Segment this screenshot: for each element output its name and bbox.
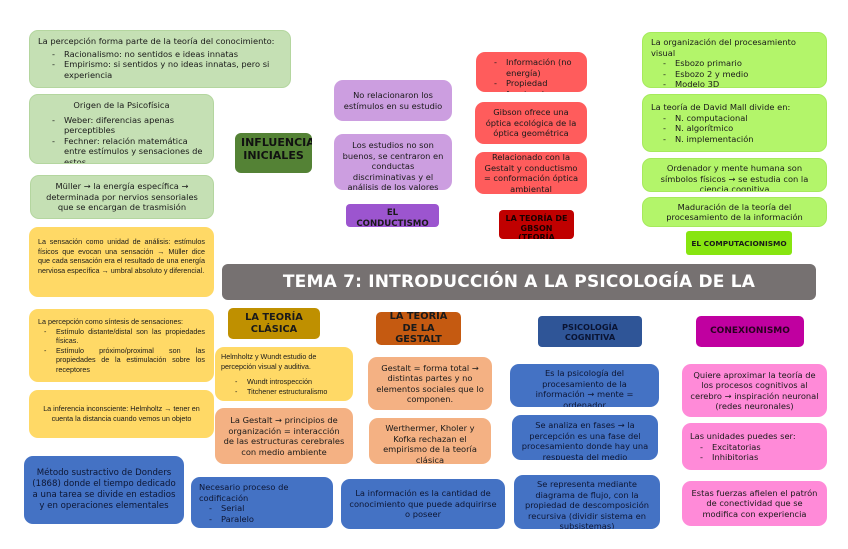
- node-computacionismo-2[interactable]: La teoría de David Mall divide en: N. co…: [642, 94, 827, 152]
- node-computacionismo-1[interactable]: La organización del procesamiento visual…: [642, 32, 827, 88]
- node-muller[interactable]: Müller → la energía específica → determi…: [30, 175, 214, 219]
- node-text: Es la psicología del procesamiento de la…: [535, 368, 634, 407]
- node-gestalt-2[interactable]: Werthermer, Kholer y Kofka rechazan el e…: [369, 418, 491, 464]
- node-text: La información es la cantidad de conocim…: [349, 488, 497, 520]
- list-item: Wundt introspección: [235, 377, 347, 387]
- node-text: Los estudios no son buenos, se centraron…: [342, 140, 444, 190]
- node-text: Se representa mediante diagrama de flujo…: [524, 479, 650, 529]
- header-text: EL COMPUTACIONISMO: [691, 238, 787, 248]
- node-text: Müller → la energía específica → determi…: [46, 181, 198, 213]
- node-text: Relacionado con la Gestalt y conductismo…: [483, 152, 579, 194]
- node-conexionismo-3[interactable]: Estas fuerzas afielen el patrón de conec…: [682, 481, 827, 526]
- header-influencias[interactable]: INFLUENCIAS INICIALES: [235, 133, 312, 173]
- node-text: Las unidades puedes ser:: [690, 431, 796, 441]
- node-computacionismo-4[interactable]: Maduración de la teoría del procesamient…: [642, 197, 827, 227]
- node-diagrama[interactable]: Se representa mediante diagrama de flujo…: [514, 475, 660, 529]
- list-item: Paralelo: [209, 514, 325, 525]
- node-gibson-2[interactable]: Gibson ofrece una óptica ecológica de la…: [475, 102, 587, 144]
- node-text: Se analiza en fases → la percepción es u…: [521, 420, 649, 460]
- node-text: Helmholtz y Wundt estudio de percepción …: [221, 352, 317, 371]
- node-text: Gestalt = forma total → distintas partes…: [376, 362, 484, 405]
- header-clasica[interactable]: LA TEORÍA CLÁSICA: [228, 308, 320, 339]
- list-item: Modelo 3D: [663, 79, 818, 87]
- list-item: Empirismo: si sentidos y no ideas innata…: [52, 59, 282, 80]
- node-text: Maduración de la teoría del procesamient…: [666, 201, 803, 223]
- list-item: Estímulo próximo/proximal son las propie…: [44, 346, 205, 375]
- node-conocimiento[interactable]: La percepción forma parte de la teoría d…: [29, 30, 291, 88]
- list-item: Excitatorias: [700, 442, 819, 453]
- list-item: Serial: [209, 503, 325, 514]
- node-sintesis[interactable]: La percepción como síntesis de sensacion…: [29, 309, 214, 382]
- list-item: Información (no energía): [494, 57, 579, 78]
- node-text: Ordenador y mente humana son símbolos fí…: [660, 163, 809, 192]
- node-text: La Gestalt → principios de organización …: [223, 415, 345, 457]
- node-clasica-1[interactable]: Helmholtz y Wundt estudio de percepción …: [215, 347, 353, 401]
- node-text: Estas fuerzas afielen el patrón de conec…: [691, 487, 818, 519]
- header-text: CONEXIONISMO: [710, 326, 790, 337]
- list-item: Weber: diferencias apenas perceptibles: [52, 115, 205, 136]
- header-text: PSICOLOGÍA COGNITIVA: [562, 321, 618, 342]
- node-text: Werthermer, Kholer y Kofka rechazan el e…: [383, 423, 477, 464]
- list-item: Esbozo 2 y medio: [663, 69, 818, 80]
- node-text: Método sustractivo de Donders (1868) don…: [32, 468, 176, 511]
- header-gestalt[interactable]: LA TEORÍA DE LA GESTALT: [376, 312, 461, 345]
- header-conexionismo[interactable]: CONEXIONISMO: [696, 316, 804, 347]
- node-cognitiva-1[interactable]: Es la psicología del procesamiento de la…: [510, 364, 659, 407]
- node-donders[interactable]: Método sustractivo de Donders (1868) don…: [24, 456, 184, 524]
- node-clasica-2[interactable]: La Gestalt → principios de organización …: [215, 408, 353, 464]
- list-item: Estímulo distante/distal son las propied…: [44, 327, 205, 346]
- list-item: N. computacional: [663, 113, 818, 124]
- node-text: La percepción forma parte de la teoría d…: [38, 36, 275, 46]
- node-text: Gibson ofrece una óptica ecológica de la…: [485, 107, 577, 139]
- node-cognitiva-2[interactable]: Se analiza en fases → la percepción es u…: [512, 415, 658, 460]
- node-text: La percepción como síntesis de sensacion…: [38, 317, 184, 326]
- node-conductismo-2[interactable]: Los estudios no son buenos, se centraron…: [334, 134, 452, 190]
- list-item: Titchener estructuralismo: [235, 387, 347, 397]
- header-text: EL CONDUCTISMO: [356, 208, 429, 227]
- list-item: Propiedad funcional (invariantes): [494, 78, 579, 92]
- header-computacionismo[interactable]: EL COMPUTACIONISMO: [686, 231, 792, 255]
- node-informacion[interactable]: La información es la cantidad de conocim…: [341, 479, 505, 529]
- node-conductismo-1[interactable]: No relacionaron los estímulos en su estu…: [334, 80, 452, 121]
- page-title: TEMA 7: INTRODUCCIÓN A LA PSICOLOGÍA DE …: [222, 264, 816, 328]
- node-inferencia[interactable]: La inferencia inconsciente: Helmholtz → …: [29, 390, 214, 438]
- node-text: Quiere aproximar la teoría de los proces…: [690, 369, 819, 412]
- node-text: La teoría de David Mall divide en:: [651, 102, 791, 112]
- list-item: Esbozo primario: [663, 58, 818, 69]
- header-text: INFLUENCIAS INICIALES: [241, 136, 312, 162]
- node-text: La sensación como unidad de análisis: es…: [38, 237, 205, 275]
- node-text: Origen de la Psicofísica: [73, 100, 170, 110]
- header-gibson[interactable]: LA TEORÍA DE GBSON (TEORÍA ECOLÓGICA): [499, 210, 574, 239]
- node-text: Necesario proceso de codificación: [199, 482, 289, 503]
- node-gibson-3[interactable]: Relacionado con la Gestalt y conductismo…: [475, 152, 587, 194]
- header-conductismo[interactable]: EL CONDUCTISMO: [346, 204, 439, 227]
- node-computacionismo-3[interactable]: Ordenador y mente humana son símbolos fí…: [642, 158, 827, 192]
- node-conexionismo-2[interactable]: Las unidades puedes ser: Excitatorias In…: [682, 423, 827, 470]
- list-item: Racionalismo: no sentidos e ideas innata…: [52, 49, 282, 60]
- node-gestalt-1[interactable]: Gestalt = forma total → distintas partes…: [368, 357, 492, 410]
- node-codificacion[interactable]: Necesario proceso de codificación Serial…: [191, 477, 333, 528]
- node-psicofisica[interactable]: Origen de la Psicofísica Weber: diferenc…: [29, 94, 214, 164]
- header-cognitiva[interactable]: PSICOLOGÍA COGNITIVA: [538, 316, 642, 347]
- node-sensacion[interactable]: La sensación como unidad de análisis: es…: [29, 227, 214, 297]
- node-text: No relacionaron los estímulos en su estu…: [343, 90, 443, 111]
- header-text: LA TEORÍA DE LA GESTALT: [389, 312, 448, 345]
- node-gibson-1[interactable]: Información (no energía) Propiedad funci…: [476, 52, 587, 92]
- node-conexionismo-1[interactable]: Quiere aproximar la teoría de los proces…: [682, 364, 827, 417]
- node-text: La inferencia inconsciente: Helmholtz → …: [43, 404, 200, 423]
- header-text: LA TEORÍA CLÁSICA: [245, 312, 303, 335]
- list-item: N. implementación: [663, 134, 818, 145]
- list-item: N. algorítmico: [663, 123, 818, 134]
- header-text: LA TEORÍA DE GBSON (TEORÍA ECOLÓGICA): [505, 214, 568, 239]
- list-item: Inhibitorias: [700, 452, 819, 463]
- node-text: La organización del procesamiento visual: [651, 37, 796, 58]
- list-item: Fechner: relación matemática entre estím…: [52, 136, 205, 164]
